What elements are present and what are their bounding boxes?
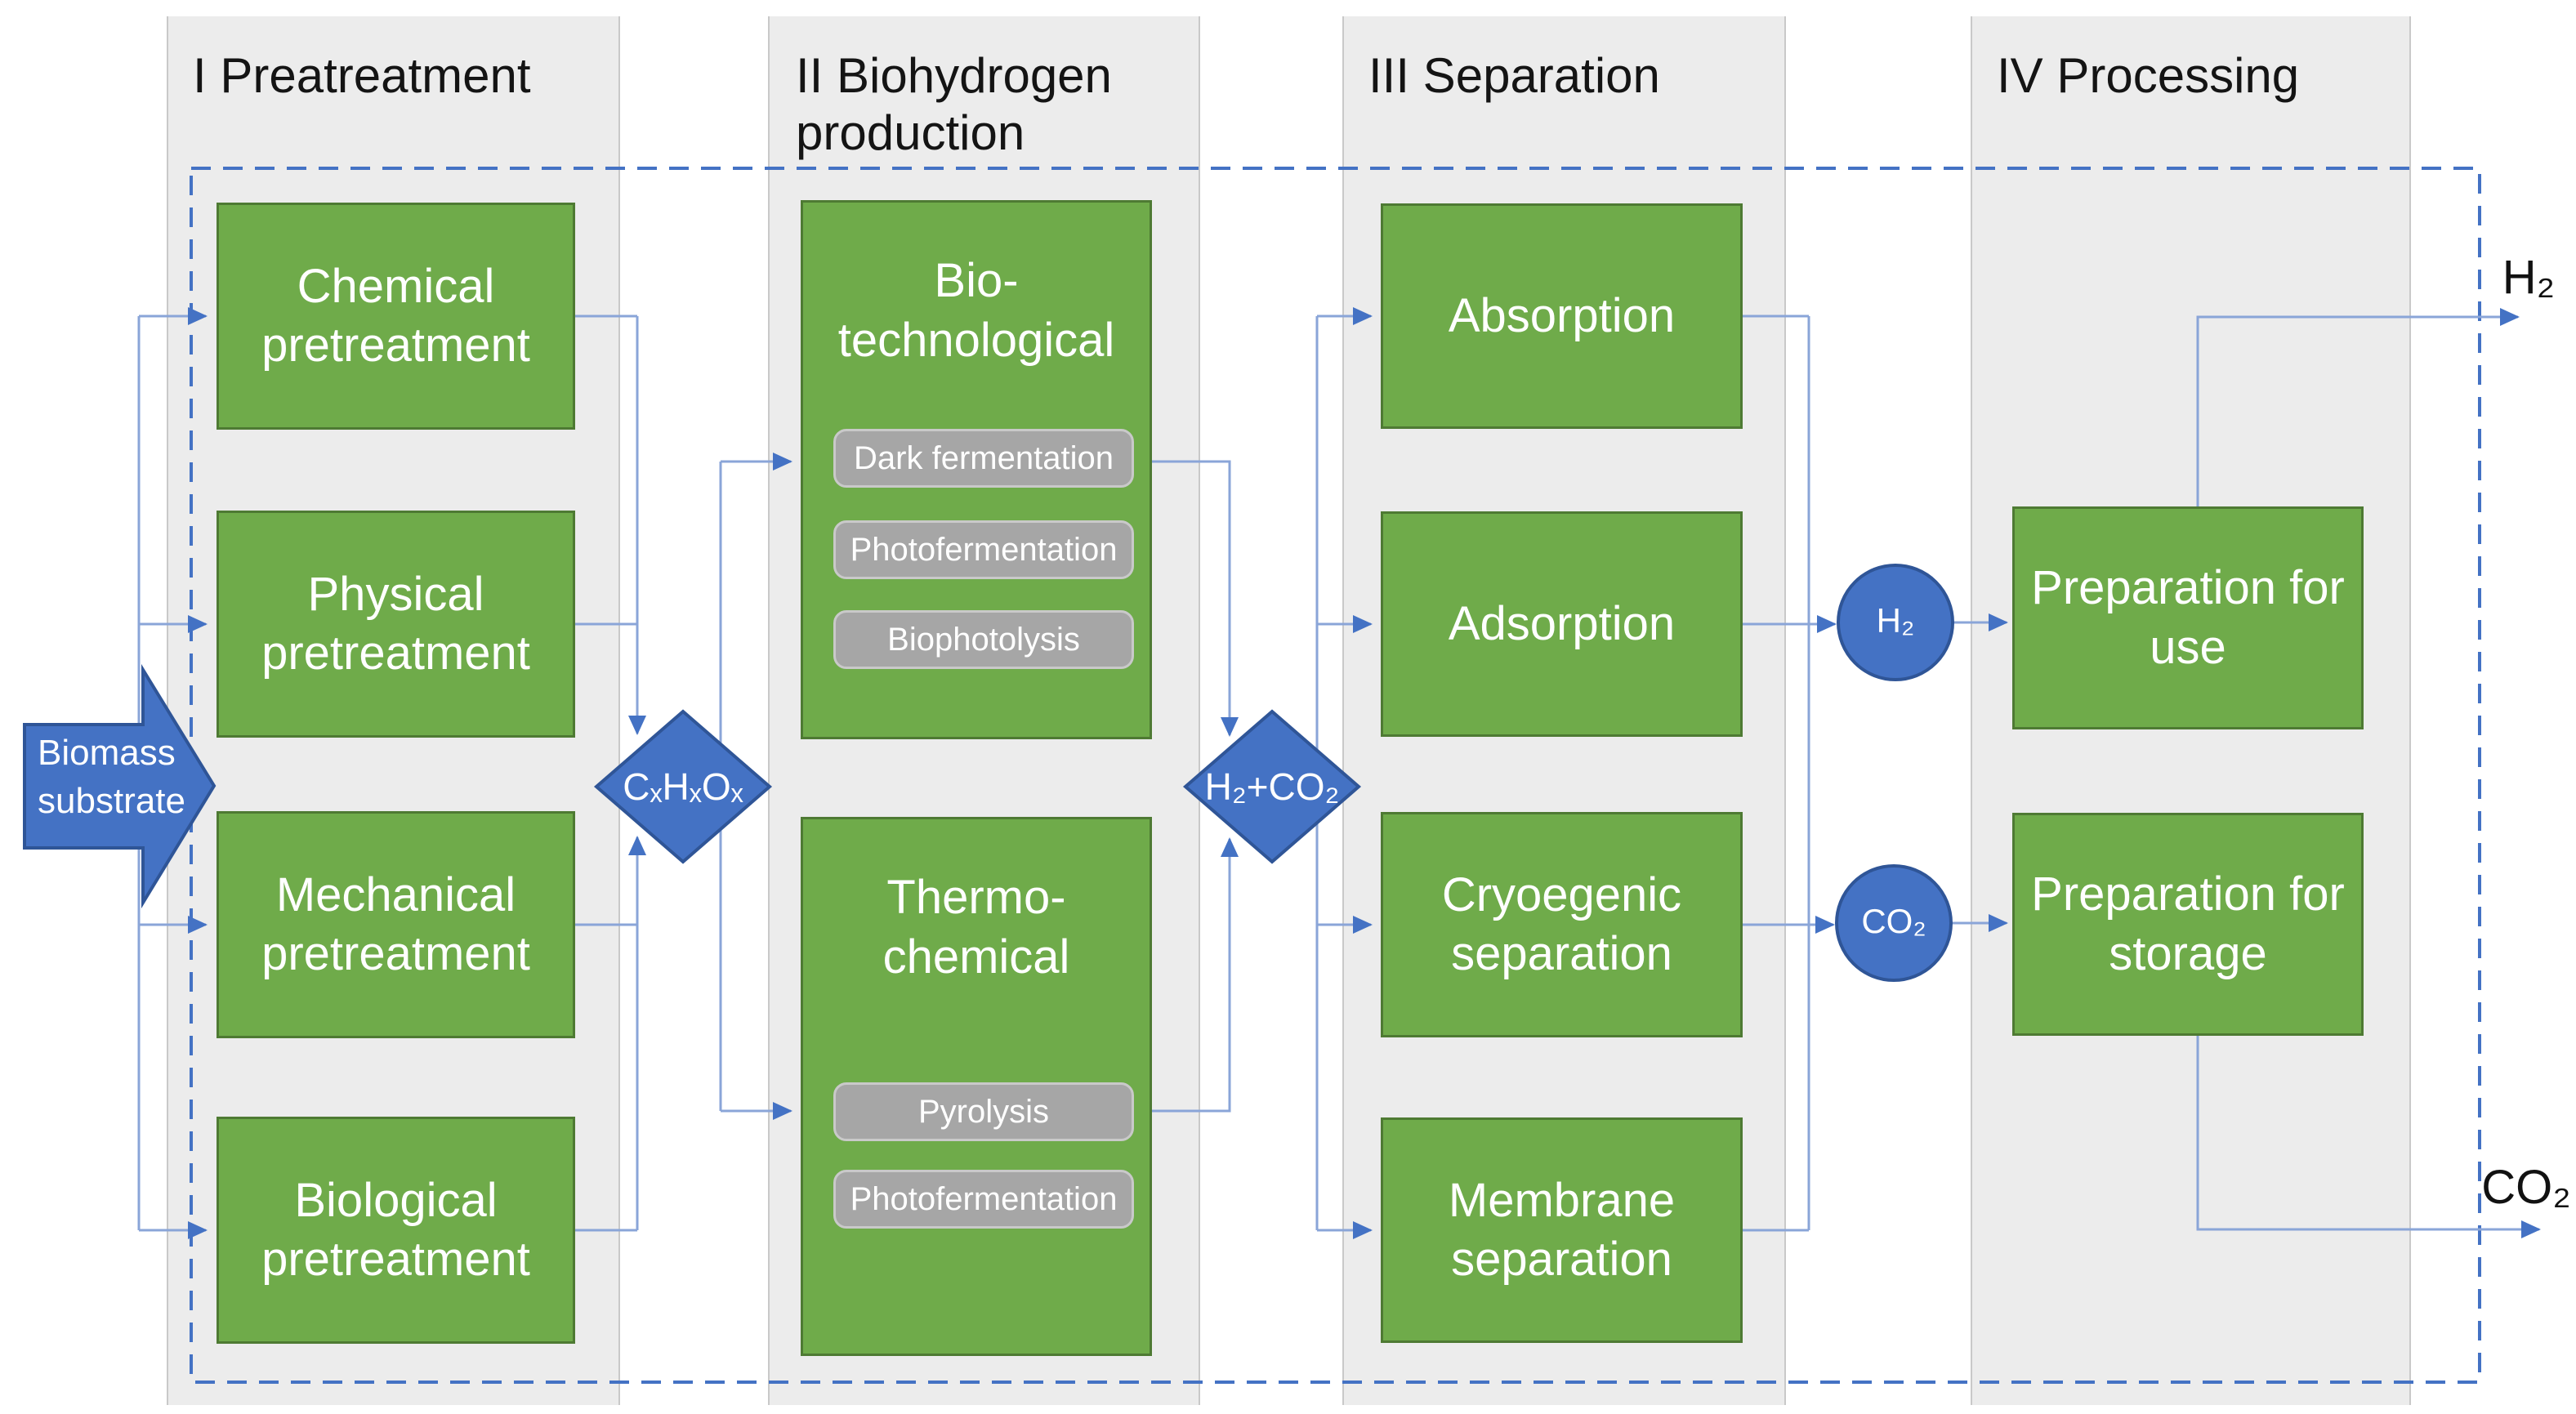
stage-header-processing: IV Processing xyxy=(1997,48,2300,103)
cxhxox-label: CₓHₓOₓ xyxy=(623,765,743,808)
pill-dark-fermentation: Dark fermentation xyxy=(833,429,1134,488)
h2co2-label: H₂+CO₂ xyxy=(1204,765,1340,808)
co2-node-circle xyxy=(1835,864,1953,982)
box-physical-pretreatment: Physical pretreatment xyxy=(217,511,575,738)
box-adsorption: Adsorption xyxy=(1381,511,1743,737)
pill-photofermentation: Photofermentation xyxy=(833,520,1134,579)
box-absorption: Absorption xyxy=(1381,203,1743,429)
box-preparation-for-use: Preparation for use xyxy=(2012,506,2364,729)
co2-output-line xyxy=(2196,1036,2541,1238)
biotech-out-line xyxy=(1152,460,1239,737)
box-membrane-separation: Membrane separation xyxy=(1381,1117,1743,1343)
box-bio-technological-title: Bio-technological xyxy=(837,254,1115,367)
co2-output-label: CO₂ xyxy=(2481,1161,2571,1214)
box-preparation-for-storage: Preparation for storage xyxy=(2012,813,2364,1036)
h2-node-label: H₂ xyxy=(1876,601,1915,640)
stage-header-production: II Biohydrogen production xyxy=(796,48,1112,161)
box-chemical-pretreatment: Chemical pretreatment xyxy=(217,203,575,430)
stage-header-pretreatment: I Preatreatment xyxy=(193,48,531,103)
box-biological-pretreatment: Biological pretreatment xyxy=(217,1117,575,1344)
h2co2-diamond xyxy=(1182,709,1362,864)
pill-pyrolysis: Pyrolysis xyxy=(833,1082,1134,1141)
box-mechanical-pretreatment: Mechanical pretreatment xyxy=(217,811,575,1038)
box-thermo-chemical-title: Thermo-chemical xyxy=(882,871,1070,984)
cxhxox-diamond xyxy=(593,709,773,864)
thermo-out-line xyxy=(1152,837,1239,1113)
stage-header-separation: III Separation xyxy=(1368,48,1660,103)
pill-photofermentation-thermo: Photofermentation xyxy=(833,1170,1134,1229)
biomass-input-arrow xyxy=(23,663,217,909)
h2-output-label: H₂ xyxy=(2502,251,2556,304)
h2-output-line xyxy=(2196,308,2520,506)
box-cryoegenic-separation: Cryoegenic separation xyxy=(1381,812,1743,1037)
biomass-substrate-label: Biomass substrate xyxy=(38,733,185,822)
h2-node-circle xyxy=(1837,564,1954,681)
co2-node-label: CO₂ xyxy=(1861,902,1926,940)
pill-biophotolysis: Biophotolysis xyxy=(833,610,1134,669)
